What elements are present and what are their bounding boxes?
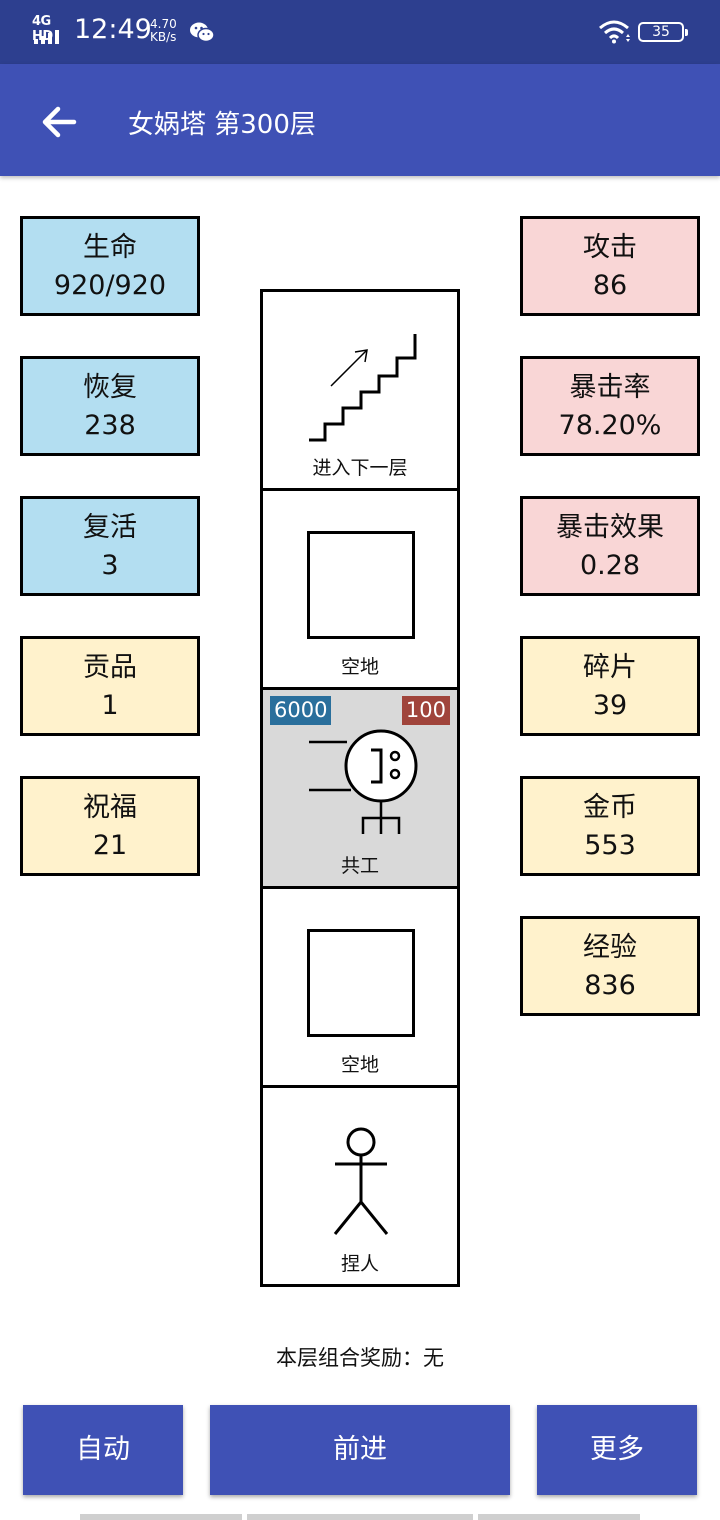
stat-crit-effect: 暴击效果 0.28 xyxy=(520,496,700,596)
speed-unit: KB/s xyxy=(150,30,177,44)
stat-value: 238 xyxy=(84,410,136,441)
stat-revive: 复活 3 xyxy=(20,496,200,596)
status-bar: 4G HD 12:49 4.70 KB/s 35 xyxy=(0,0,720,64)
empty-square-icon xyxy=(307,929,415,1037)
arrow-left-icon[interactable] xyxy=(38,102,82,142)
cell-label: 空地 xyxy=(340,1054,379,1076)
stat-label: 生命 xyxy=(83,232,137,263)
stat-value: 21 xyxy=(92,830,128,861)
battery-icon: 35 xyxy=(638,22,688,42)
battery-level: 35 xyxy=(652,24,670,40)
clock: 12:49 xyxy=(74,14,152,45)
floor-reward-text: 本层组合奖励：无 xyxy=(276,1346,444,1370)
signal-bars-icon xyxy=(34,30,59,44)
stat-value: 836 xyxy=(584,970,636,1001)
speed-value: 4.70 xyxy=(150,17,177,31)
stat-label: 攻击 xyxy=(583,232,637,263)
stat-crit-rate: 暴击率 78.20% xyxy=(520,356,700,456)
stat-label: 金币 xyxy=(583,792,637,823)
tower-cell-next-floor[interactable]: 进入下一层 xyxy=(260,289,460,491)
forward-button[interactable]: 前进 xyxy=(210,1405,510,1495)
auto-button[interactable]: 自动 xyxy=(23,1405,183,1495)
stat-label: 贡品 xyxy=(83,652,137,683)
nav-indicator xyxy=(80,1514,242,1520)
tower: 进入下一层 空地 6000 100 共工 空地 捏人 xyxy=(260,289,460,1288)
stat-label: 恢复 xyxy=(83,372,137,403)
wifi-icon xyxy=(599,20,630,44)
cell-label: 捏人 xyxy=(340,1253,379,1275)
stat-value: 553 xyxy=(584,830,636,861)
stat-blessing: 祝福 21 xyxy=(20,776,200,876)
nav-indicator xyxy=(478,1514,640,1520)
cell-label: 进入下一层 xyxy=(312,457,408,479)
stat-fragments: 碎片 39 xyxy=(520,636,700,736)
tower-cell-empty[interactable]: 空地 xyxy=(260,886,460,1088)
stat-recovery: 恢复 238 xyxy=(20,356,200,456)
page-title: 女娲塔 第300层 xyxy=(128,110,316,140)
network-speed: 4.70 KB/s xyxy=(150,18,177,44)
stat-value: 86 xyxy=(592,270,628,301)
cell-label: 共工 xyxy=(340,855,379,877)
stat-label: 复活 xyxy=(83,512,137,543)
stat-label: 祝福 xyxy=(83,792,137,823)
stick-figure-icon xyxy=(333,1127,389,1235)
stat-label: 暴击效果 xyxy=(556,512,664,543)
tower-cell-empty[interactable]: 空地 xyxy=(260,488,460,690)
cell-label: 空地 xyxy=(340,656,379,678)
stat-value: 0.28 xyxy=(579,550,641,581)
stat-label: 暴击率 xyxy=(569,372,651,403)
tower-cell-create-character[interactable]: 捏人 xyxy=(260,1085,460,1287)
stat-value: 1 xyxy=(101,690,119,721)
app-bar: 女娲塔 第300层 xyxy=(0,64,720,176)
stat-hp: 生命 920/920 xyxy=(20,216,200,316)
stat-experience: 经验 836 xyxy=(520,916,700,1016)
wechat-icon xyxy=(190,22,215,43)
stat-gold: 金币 553 xyxy=(520,776,700,876)
stat-attack: 攻击 86 xyxy=(520,216,700,316)
monster-hp-badge: 6000 xyxy=(270,696,332,725)
stat-label: 碎片 xyxy=(583,652,637,683)
stat-tribute: 贡品 1 xyxy=(20,636,200,736)
stat-value: 920/920 xyxy=(53,270,167,301)
monster-icon xyxy=(309,729,418,834)
more-button[interactable]: 更多 xyxy=(537,1405,697,1495)
stat-value: 39 xyxy=(592,690,628,721)
cellular-signal-icon: 4G HD xyxy=(32,14,66,44)
empty-square-icon xyxy=(307,531,415,639)
nav-indicator xyxy=(247,1514,473,1520)
stat-value: 3 xyxy=(101,550,119,581)
monster-attack-badge: 100 xyxy=(401,696,450,725)
stairs-up-icon xyxy=(309,334,417,442)
stat-label: 经验 xyxy=(583,932,637,963)
tower-cell-monster[interactable]: 6000 100 共工 xyxy=(260,687,460,889)
stat-value: 78.20% xyxy=(558,410,662,441)
